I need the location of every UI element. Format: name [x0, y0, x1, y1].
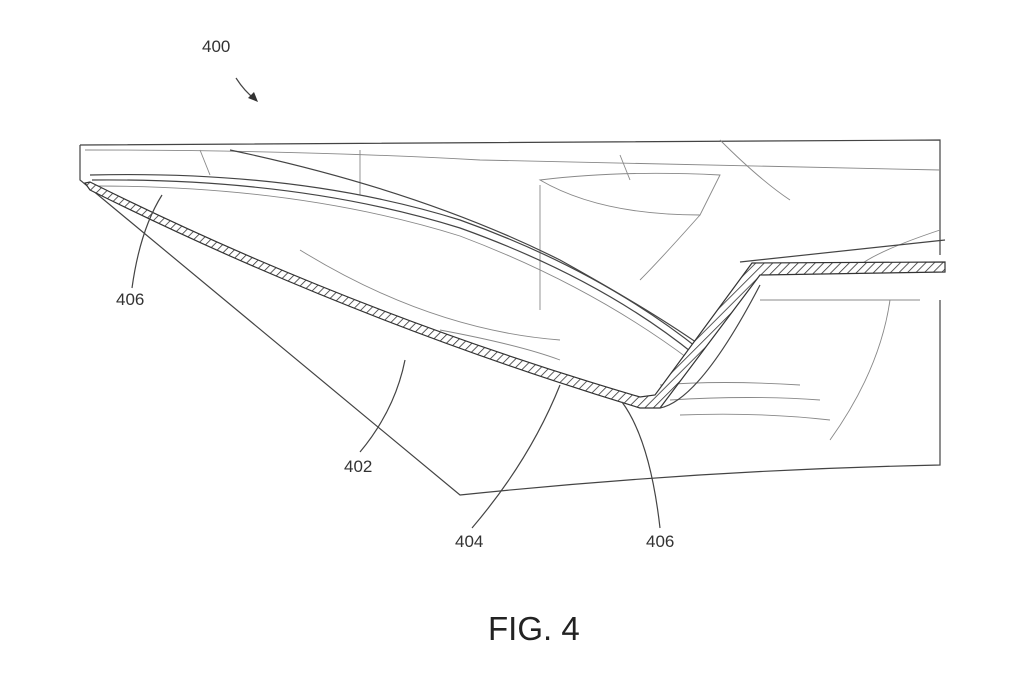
- label-400: 400: [202, 37, 230, 56]
- panel-section: [83, 181, 946, 409]
- label-406-right: 406: [646, 532, 674, 551]
- label-404: 404: [455, 532, 483, 551]
- upper-rail: [89, 149, 701, 361]
- arrowhead-400: [248, 92, 258, 102]
- body-outline: [79, 139, 941, 496]
- figure-caption: FIG. 4: [488, 610, 580, 647]
- label-402: 402: [344, 457, 372, 476]
- label-406-left: 406: [116, 290, 144, 309]
